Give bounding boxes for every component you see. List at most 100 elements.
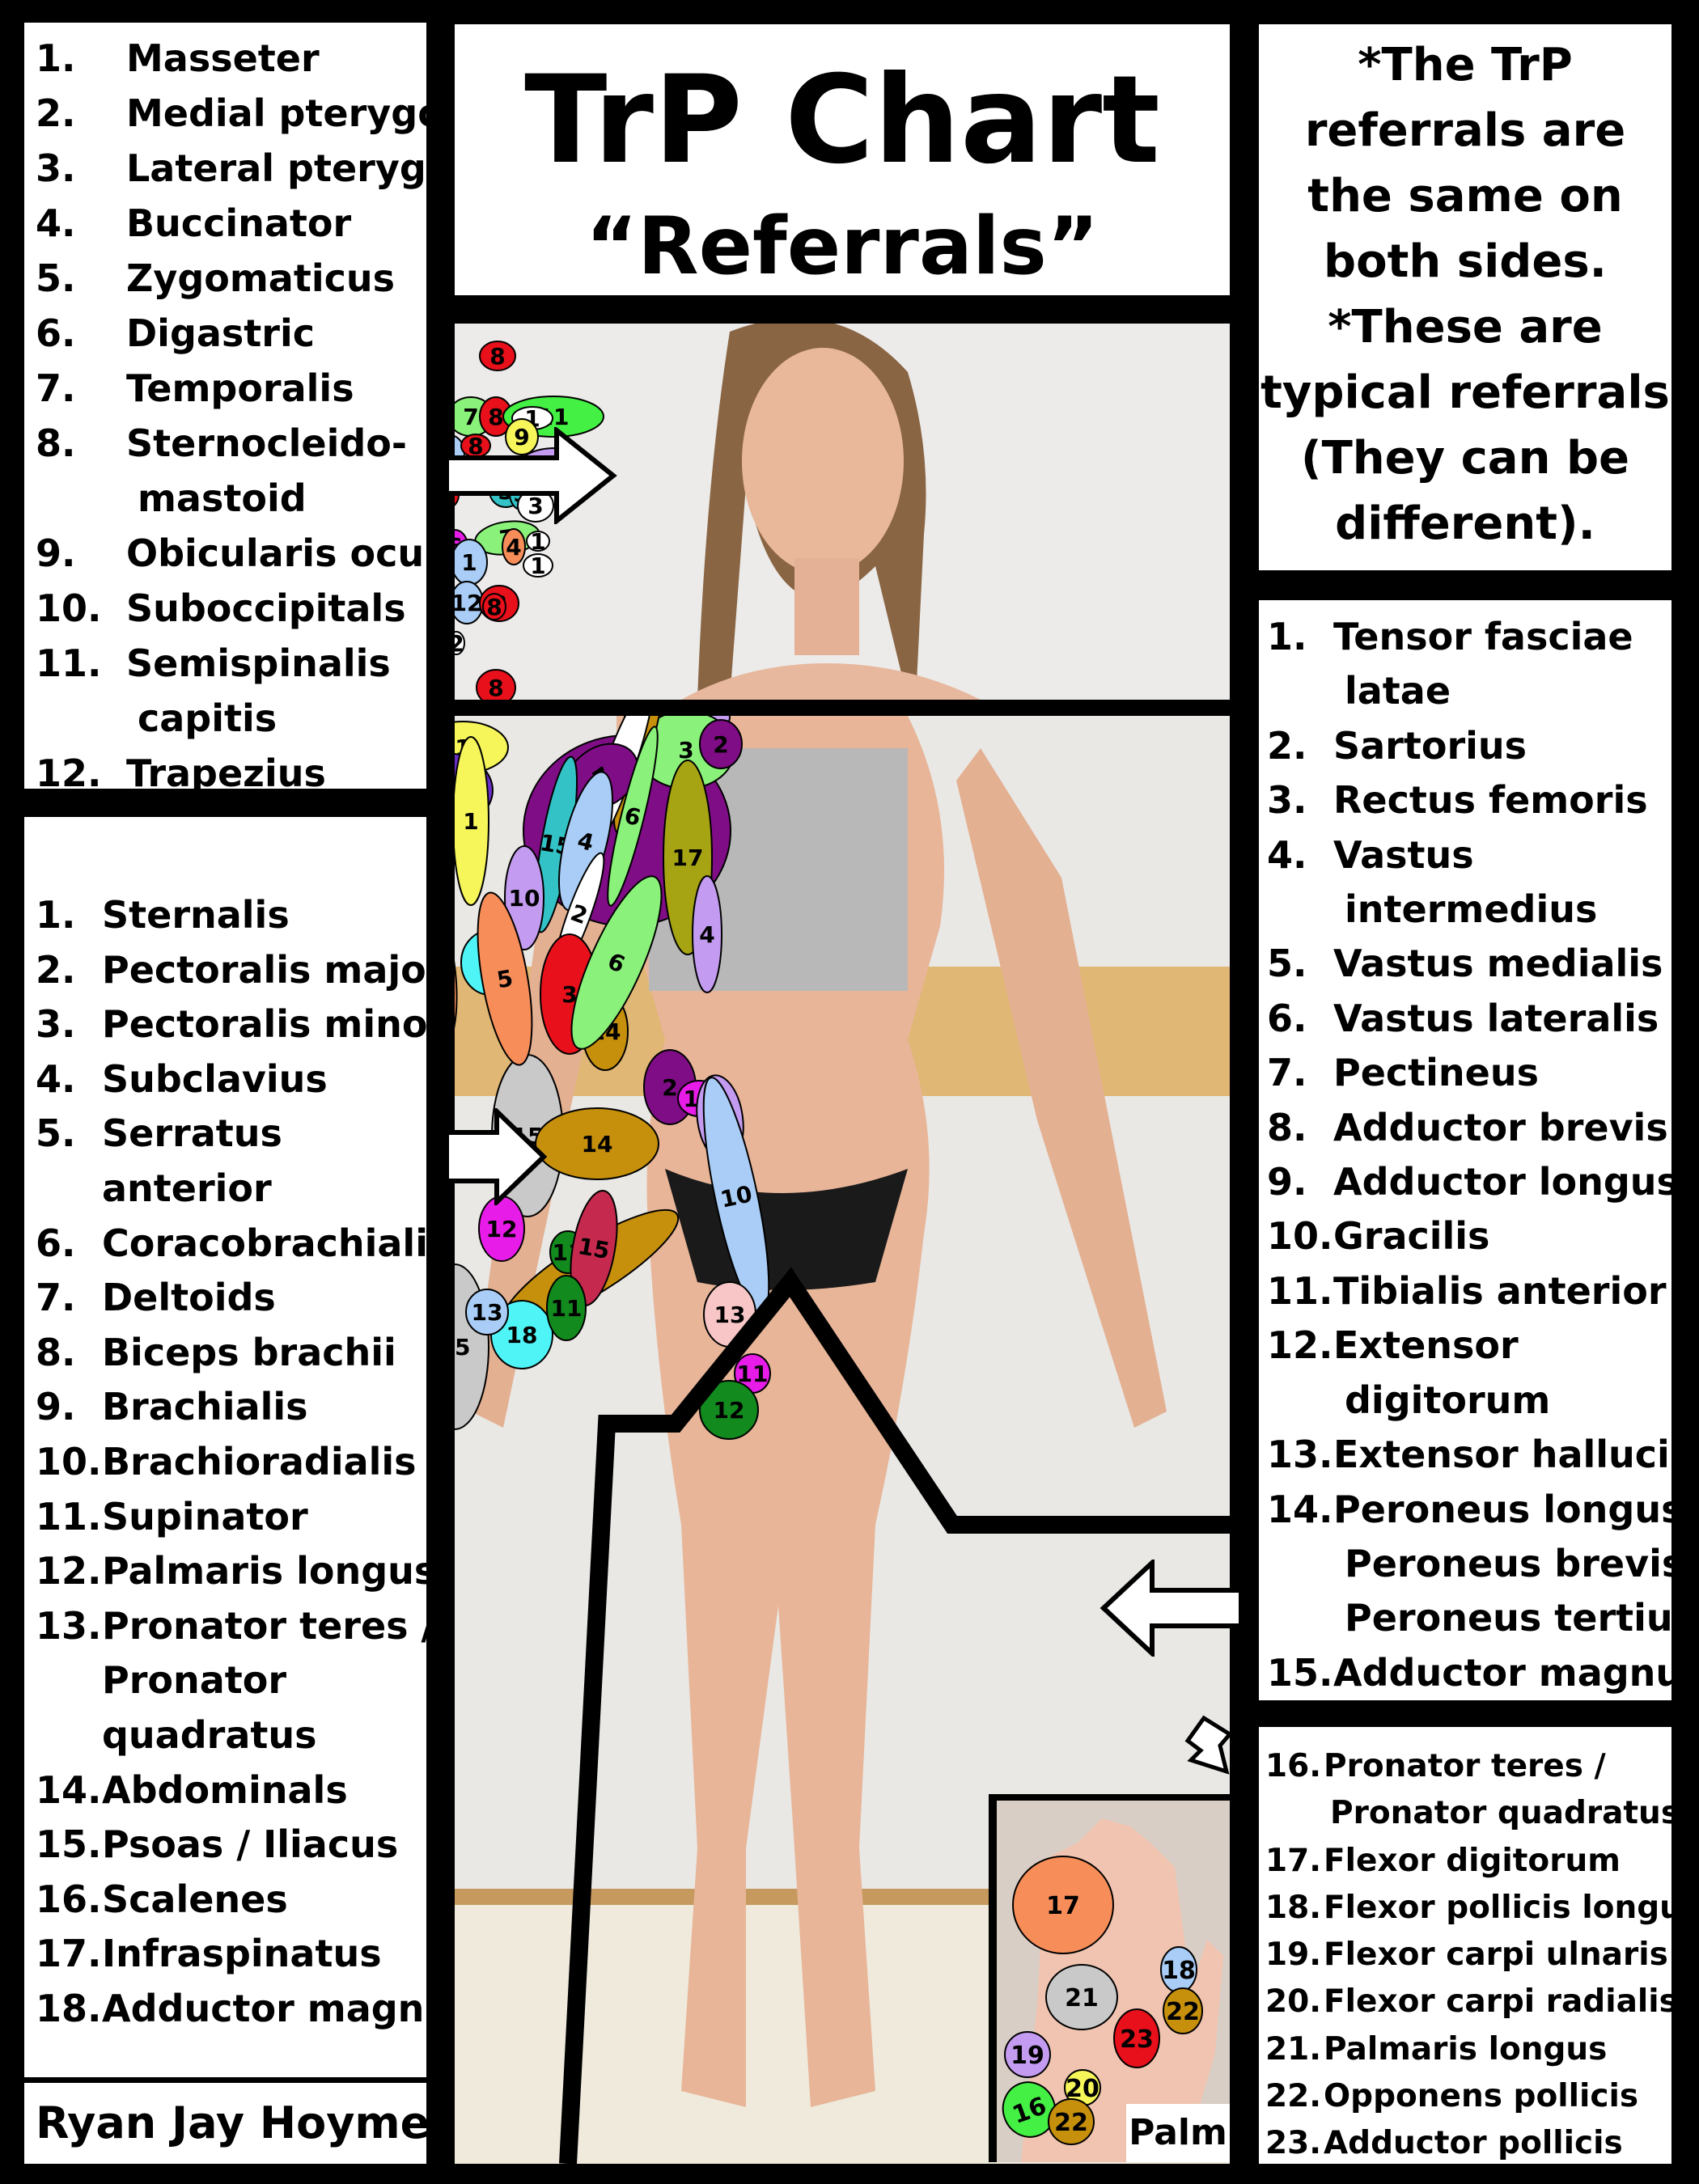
legend-muscle-name: Palmaris longus: [1324, 2030, 1608, 2068]
legend-number: 14.: [1267, 1487, 1333, 1531]
marker-label: 19: [1011, 2042, 1044, 2070]
legend-item: 3.Rectus femoris: [1267, 773, 1671, 827]
legend-muscle-name: Opponens pollicis: [1324, 2078, 1639, 2115]
marker-label: 4: [699, 921, 714, 948]
legend-item: 6.Coracobrachialis: [36, 1217, 450, 1272]
trigger-point-marker: 13: [465, 1289, 509, 1335]
legend-number: 19.: [1265, 1936, 1322, 1974]
marker-label: 12: [486, 1216, 518, 1242]
marker-ellipse: [570, 875, 663, 1050]
marker-label: 2: [662, 1074, 677, 1101]
trigger-point-marker: 1: [523, 552, 553, 579]
legend-item: 15.Psoas / Iliacus: [36, 1818, 426, 1873]
legend-number: 1.: [36, 36, 76, 80]
legend-muscle-name: Rectus femoris: [1333, 778, 1648, 823]
legend-muscle-name: Vastus: [1333, 832, 1474, 877]
marker-label: 1: [530, 528, 545, 555]
legend-muscle-name: Sternocleido-: [126, 421, 407, 465]
trigger-point-marker: 8: [476, 669, 516, 700]
trigger-point-marker: 23: [1113, 2008, 1160, 2068]
title-panel: TrP Chart “Referrals”: [455, 24, 1230, 295]
legend-item: 1.Masseter: [36, 31, 426, 86]
legend-item: 9.Brachialis: [36, 1380, 426, 1435]
chart-subtitle: “Referrals”: [585, 201, 1099, 293]
legend-muscle-name-continued: digitorum: [1345, 1378, 1551, 1422]
legend-item: 10.Gracilis: [1267, 1209, 1671, 1263]
legend-muscle-name: Abdominals: [102, 1767, 348, 1812]
legend-muscle-name: Zygomaticus: [126, 256, 395, 300]
trigger-point-marker: 19: [1004, 2031, 1051, 2078]
legend-muscle-name: Semispinalis: [126, 641, 391, 685]
legend-item: 19.Flexor carpi ulnaris: [1265, 1932, 1671, 1979]
legend-number: 4.: [36, 1056, 76, 1101]
body-shape: [616, 716, 944, 2107]
trigger-point-marker: 6: [607, 726, 659, 907]
legend-number: 9.: [1267, 1160, 1307, 1204]
legend-muscle-name-continued: Peroneus brevis /: [1345, 1541, 1699, 1585]
legend-number: 12.: [36, 751, 102, 795]
legend-number: 10.: [36, 1439, 102, 1484]
legend-muscle-name: Flexor carpi ulnaris: [1324, 1936, 1668, 1974]
legend-number: 23.: [1265, 2125, 1322, 2162]
marker-label: 22: [1054, 2109, 1088, 2137]
legend-number: 3.: [36, 146, 76, 190]
legend-muscle-name: Peroneus longus /: [1333, 1487, 1699, 1531]
marker-label: 13: [472, 1299, 503, 1326]
trigger-point-marker: 10: [504, 845, 544, 950]
legend-number: 21.: [1265, 2030, 1322, 2068]
marker-label: 1: [461, 549, 477, 576]
marker-label: 12: [714, 1397, 745, 1424]
legend-item: 21.Palmaris longus: [1265, 2026, 1671, 2073]
legend-muscle-name-continued: latae: [1345, 669, 1451, 713]
legend-number: 7.: [36, 1276, 76, 1320]
legend-muscle-name: Adductor magnus: [102, 1986, 473, 2030]
legend-muscle-name: Adductor longus: [1333, 1160, 1679, 1204]
legend-number: 17.: [36, 1932, 102, 1976]
legend-muscle-name: Flexor digitorum: [1324, 1842, 1621, 1879]
legend-number: 18.: [36, 1986, 102, 2030]
marker-label: 21: [1065, 1984, 1099, 2013]
marker-ellipse: [477, 891, 533, 1066]
marker-ellipse: [505, 418, 539, 455]
note-line: the same on: [1307, 170, 1623, 222]
chart-title: TrP Chart: [524, 50, 1160, 191]
marker-label: 8: [468, 433, 483, 459]
legend-muscle-name-continued: Peroneus tertius: [1345, 1596, 1696, 1640]
legend-muscle-name: Adductor magnus: [1333, 1650, 1699, 1695]
legend-number: 5.: [1267, 942, 1307, 986]
marker-label: 13: [714, 1302, 746, 1328]
hand-arrow-icon: [1184, 1715, 1233, 1775]
legend-item: 8.Adductor brevis: [1267, 1101, 1671, 1155]
palm-label: Palm: [1126, 2104, 1230, 2162]
legend-item: 9.Obicularis oculi: [36, 526, 450, 581]
marker-label: 3: [561, 981, 577, 1008]
marker-label: 23: [1120, 2025, 1154, 2054]
trigger-point-marker: 2: [455, 630, 465, 657]
legend-item: 7.Deltoids: [36, 1271, 426, 1326]
legend-muscle-name: Coracobrachialis: [102, 1221, 451, 1265]
legend-item: 4.Subclavius: [36, 1052, 426, 1107]
legend-number: 2.: [36, 91, 76, 135]
marker-label: 4: [506, 534, 521, 561]
legend-number: 2.: [36, 947, 76, 992]
marker-ellipse: [455, 631, 465, 655]
legend-number: 10.: [1267, 1214, 1333, 1259]
marker-label: 22: [1166, 1998, 1200, 2026]
marker-label: 7: [463, 404, 478, 430]
legend-number: 6.: [1267, 996, 1307, 1040]
marker-ellipse: [1002, 2081, 1057, 2138]
marker-ellipse: [455, 736, 489, 906]
trigger-point-marker: 17: [1012, 1856, 1114, 1954]
marker-label: 2: [455, 630, 464, 657]
marker-ellipse: [1045, 1964, 1118, 2030]
legend-number: 8.: [1267, 1105, 1307, 1149]
torso-arrow-icon: [444, 1108, 548, 1205]
marker-label: 8: [489, 343, 505, 370]
